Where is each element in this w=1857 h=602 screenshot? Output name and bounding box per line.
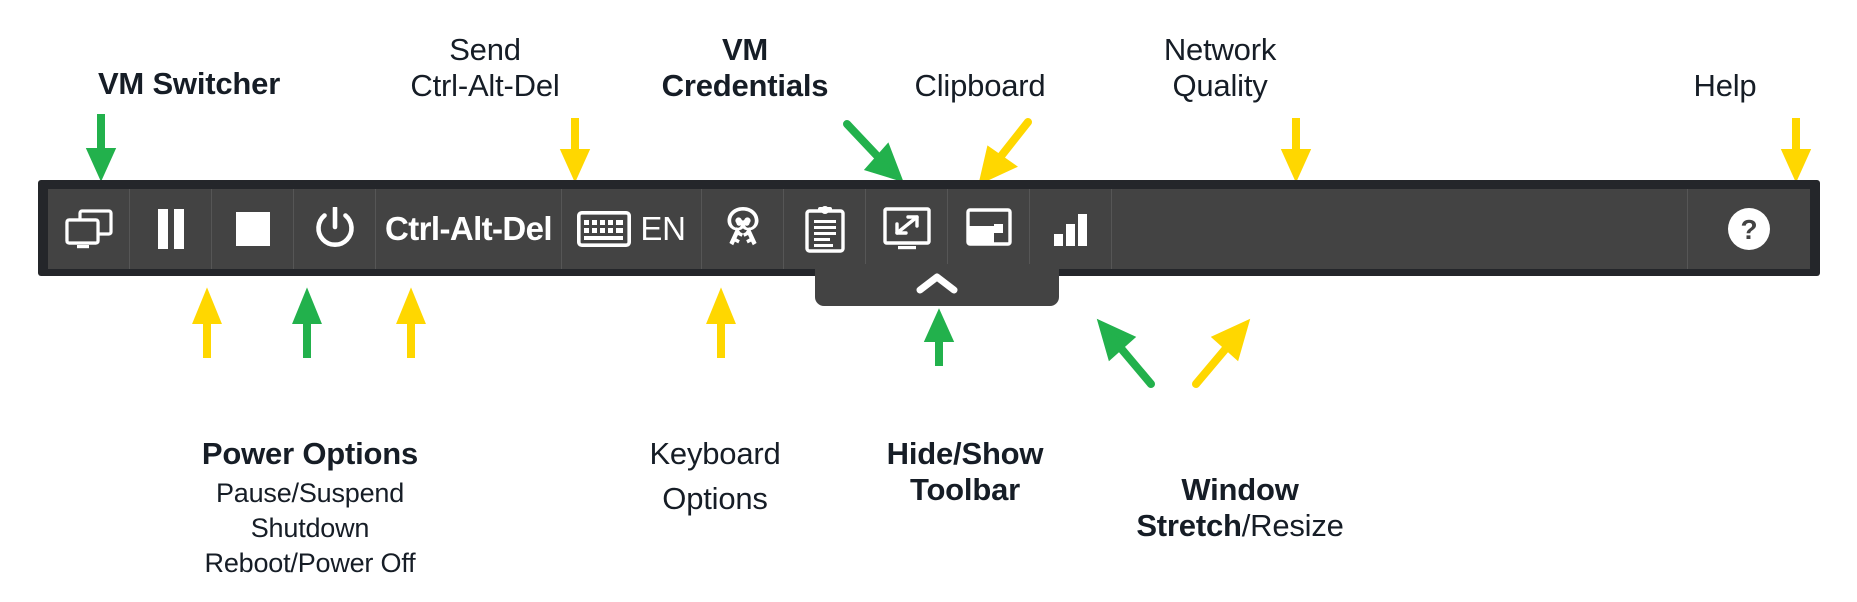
vm-toolbar-buttons: Ctrl-Alt-Del [48,189,1810,269]
label-power-options-line-3: Reboot/Power Off [204,548,416,578]
label-help: Help [1693,68,1757,103]
label-vm-credentials: VM Credentials [661,32,829,103]
arrow-power-off [396,287,426,358]
ctrl-alt-del-label: Ctrl-Alt-Del [385,210,553,247]
keys-icon [720,205,766,253]
arrow-send-ctrl-alt-del [559,118,591,183]
power-button[interactable] [294,189,376,269]
arrow-hide-show-toolbar [923,308,955,366]
help-button[interactable]: ? [1688,189,1810,269]
label-power-options-line-1: Pause/Suspend [215,478,405,508]
keyboard-language-label: EN [640,210,686,247]
label-keyboard-options-line-1: Keyboard [649,436,781,471]
label-power-options-title: Power Options [201,436,419,471]
label-keyboard-options-line-2: Options [662,481,768,516]
keyboard-icon [577,211,632,247]
arrow-pause [192,287,222,358]
arrow-vm-switcher [85,114,117,182]
network-quality-button[interactable] [1030,189,1112,269]
monitors-icon [64,208,114,250]
stop-square-icon [235,212,270,246]
hide-show-toolbar-tab[interactable] [815,264,1059,306]
pause-button[interactable] [130,189,212,269]
shutdown-button[interactable] [212,189,294,269]
vm-toolbar: Ctrl-Alt-Del [38,180,1820,276]
arrow-window-stretch [1095,318,1157,388]
signal-bars-icon [1052,212,1090,246]
vm-switcher-button[interactable] [48,189,130,269]
ctrl-alt-del-button[interactable]: Ctrl-Alt-Del [376,189,562,269]
svg-text:?: ? [1740,214,1757,245]
label-window-resize-regular: /Resize [1241,507,1344,543]
stretch-icon [882,207,931,251]
arrow-help [1780,118,1812,183]
arrow-shutdown [292,287,322,358]
label-power-options-line-2: Shutdown [250,513,370,543]
arrow-vm-credentials [843,120,905,183]
arrow-network-quality [1280,118,1312,183]
vm-credentials-button[interactable] [702,189,784,269]
chevron-up-icon [916,272,958,299]
label-window-stretch-bold: Window Stretch [1136,471,1299,543]
toolbar-empty-space [1112,189,1688,269]
clipboard-button[interactable] [784,189,866,269]
window-resize-button[interactable] [948,189,1030,269]
arrow-window-resize [1190,318,1252,388]
keyboard-options-button[interactable]: EN [562,189,702,269]
label-network-quality: Network Quality [1163,32,1277,103]
clipboard-icon [804,205,845,253]
arrow-keyboard-options [706,287,736,358]
resize-icon [965,208,1012,250]
label-vm-switcher: VM Switcher [97,66,281,101]
pause-icon [156,209,186,249]
label-clipboard: Clipboard [914,68,1046,103]
label-hide-show-toolbar: Hide/Show Toolbar [886,436,1044,507]
power-icon [314,207,356,251]
label-window-stretch-resize: Window Stretch/Resize [1030,436,1450,544]
window-stretch-button[interactable] [866,189,948,269]
question-mark-icon: ? [1727,207,1771,251]
label-send-ctrl-alt-del: Send Ctrl-Alt-Del [410,32,560,103]
arrow-clipboard [976,118,1034,186]
